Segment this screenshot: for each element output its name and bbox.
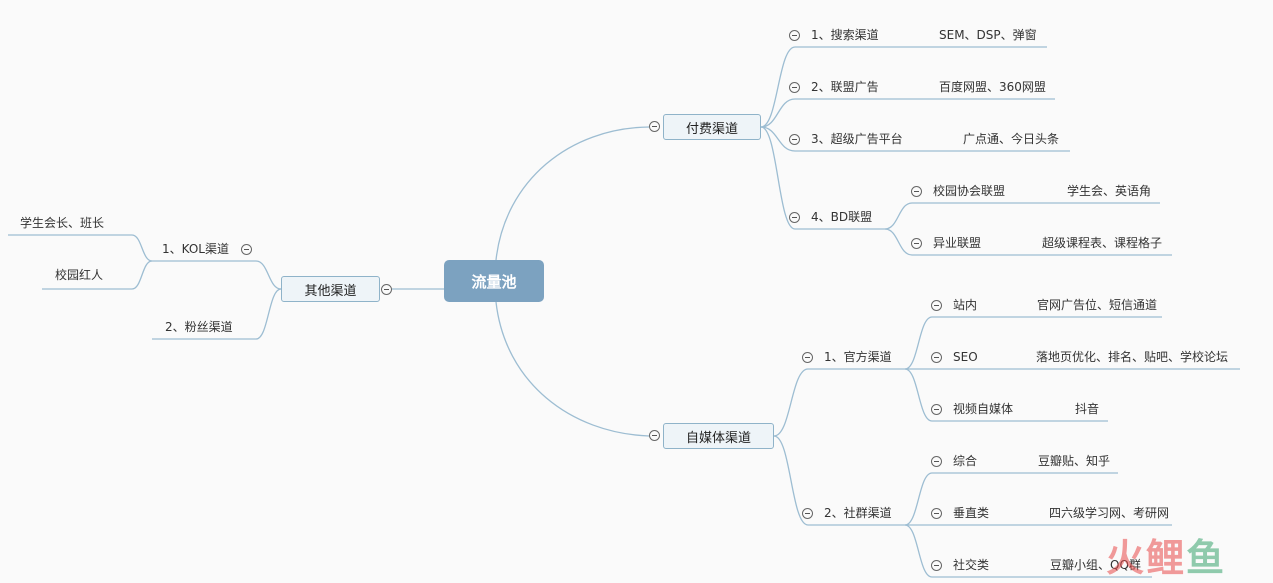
official-seo-label[interactable]: SEO — [953, 350, 978, 364]
official-channel-label[interactable]: 1、官方渠道 — [824, 350, 892, 364]
collapse-toggle-icon[interactable] — [931, 560, 942, 571]
connector-other-fans — [255, 288, 282, 340]
community-channel-label[interactable]: 2、社群渠道 — [824, 506, 892, 520]
bd-campus-label[interactable]: 校园协会联盟 — [933, 184, 1006, 198]
official-onsite-label[interactable]: 站内 — [953, 298, 978, 312]
collapse-toggle-icon[interactable] — [802, 352, 813, 363]
paid-alliance-detail[interactable]: 百度网盟、360网盟 — [939, 80, 1046, 94]
community-general-detail[interactable]: 豆瓣贴、知乎 — [1038, 454, 1111, 468]
connector-kol-student — [131, 234, 153, 262]
connector-self-community — [773, 435, 809, 526]
paid-super-ad-detail[interactable]: 广点通、今日头条 — [963, 132, 1060, 146]
bd-cross-detail[interactable]: 超级课程表、课程格子 — [1042, 236, 1163, 250]
collapse-toggle-icon[interactable] — [931, 352, 942, 363]
collapse-toggle-icon[interactable] — [931, 404, 942, 415]
connector-root-paid — [495, 126, 650, 261]
paid-super-ad-label[interactable]: 3、超级广告平台 — [811, 132, 903, 146]
connector-paid-1 — [760, 98, 796, 128]
connector-kol-influencer — [131, 260, 153, 290]
collapse-toggle-icon[interactable] — [789, 82, 800, 93]
collapse-toggle-icon[interactable] — [911, 238, 922, 249]
branch-paid-node[interactable]: 付费渠道 — [663, 114, 761, 140]
connector-root-self-media — [495, 301, 650, 437]
collapse-toggle-icon[interactable] — [241, 244, 252, 255]
connector-official-2 — [904, 368, 933, 422]
official-onsite-detail[interactable]: 官网广告位、短信通道 — [1037, 298, 1158, 312]
connector-community-0 — [904, 472, 933, 526]
branch-self-media-node[interactable]: 自媒体渠道 — [663, 423, 774, 449]
official-video-label[interactable]: 视频自媒体 — [953, 402, 1014, 416]
bd-campus-detail[interactable]: 学生会、英语角 — [1067, 184, 1152, 198]
paid-search-detail[interactable]: SEM、DSP、弹窗 — [939, 28, 1037, 42]
collapse-toggle-icon[interactable] — [931, 300, 942, 311]
brand-watermark-logo: 火鲤鱼 — [1106, 536, 1227, 580]
collapse-toggle-icon[interactable] — [381, 284, 392, 295]
collapse-toggle-icon[interactable] — [802, 508, 813, 519]
paid-alliance-label[interactable]: 2、联盟广告 — [811, 80, 879, 94]
root-node[interactable]: 流量池 — [444, 260, 544, 302]
connector-official-0 — [904, 316, 933, 370]
other-fans-label[interactable]: 2、粉丝渠道 — [165, 320, 233, 334]
kol-influencer-label[interactable]: 校园红人 — [55, 268, 104, 282]
community-vertical-detail[interactable]: 四六级学习网、考研网 — [1049, 506, 1170, 520]
official-seo-detail[interactable]: 落地页优化、排名、贴吧、学校论坛 — [1036, 350, 1229, 364]
community-social-detail[interactable]: 豆瓣小组、QQ群 — [1050, 558, 1141, 572]
collapse-toggle-icon[interactable] — [649, 430, 660, 441]
collapse-toggle-icon[interactable] — [931, 508, 942, 519]
collapse-toggle-icon[interactable] — [789, 30, 800, 41]
collapse-toggle-icon[interactable] — [649, 121, 660, 132]
connector-paid-2 — [760, 126, 796, 152]
collapse-toggle-icon[interactable] — [789, 134, 800, 145]
paid-search-label[interactable]: 1、搜索渠道 — [811, 28, 879, 42]
collapse-toggle-icon[interactable] — [931, 456, 942, 467]
collapse-toggle-icon[interactable] — [911, 186, 922, 197]
official-video-detail[interactable]: 抖音 — [1075, 402, 1100, 416]
other-kol-label[interactable]: 1、KOL渠道 — [162, 242, 229, 256]
connector-other-kol — [255, 260, 282, 290]
community-general-label[interactable]: 综合 — [953, 454, 978, 468]
connector-bd-campus — [884, 202, 913, 230]
connector-paid-0 — [760, 46, 796, 128]
connector-bd-cross — [884, 228, 913, 256]
community-vertical-label[interactable]: 垂直类 — [953, 506, 990, 520]
connector-paid-3 — [760, 126, 796, 230]
bd-cross-label[interactable]: 异业联盟 — [933, 236, 982, 250]
paid-bd-label[interactable]: 4、BD联盟 — [811, 210, 873, 224]
connector-self-official — [773, 368, 809, 437]
branch-other-node[interactable]: 其他渠道 — [281, 276, 380, 302]
community-social-label[interactable]: 社交类 — [953, 558, 990, 572]
kol-student-label[interactable]: 学生会长、班长 — [20, 216, 105, 230]
collapse-toggle-icon[interactable] — [789, 212, 800, 223]
connector-community-2 — [904, 524, 933, 578]
